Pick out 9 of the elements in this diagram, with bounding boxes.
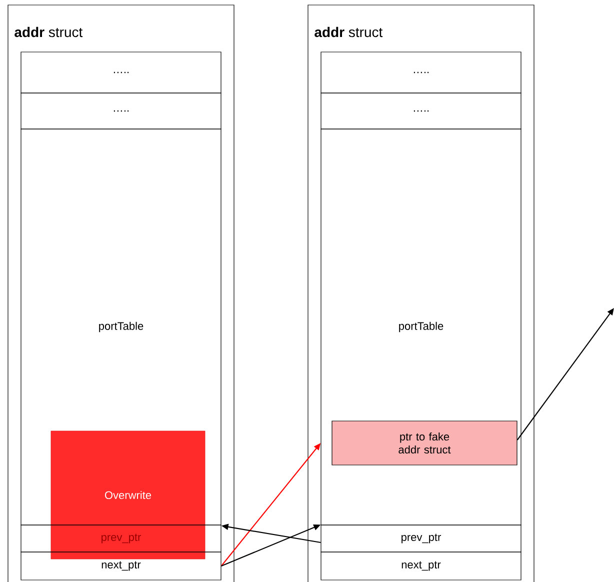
- field-row: next_ptr: [320, 552, 522, 580]
- field-row: next_ptr: [20, 552, 222, 580]
- field-row: prev_ptr: [320, 524, 522, 552]
- field-row: prev_ptr: [20, 524, 222, 552]
- field-row: …..: [320, 52, 522, 94]
- pointer-box: ptr to fake addr struct: [332, 420, 518, 466]
- field-row: …..: [320, 92, 522, 130]
- field-row: …..: [20, 52, 222, 94]
- field-row: …..: [20, 92, 222, 130]
